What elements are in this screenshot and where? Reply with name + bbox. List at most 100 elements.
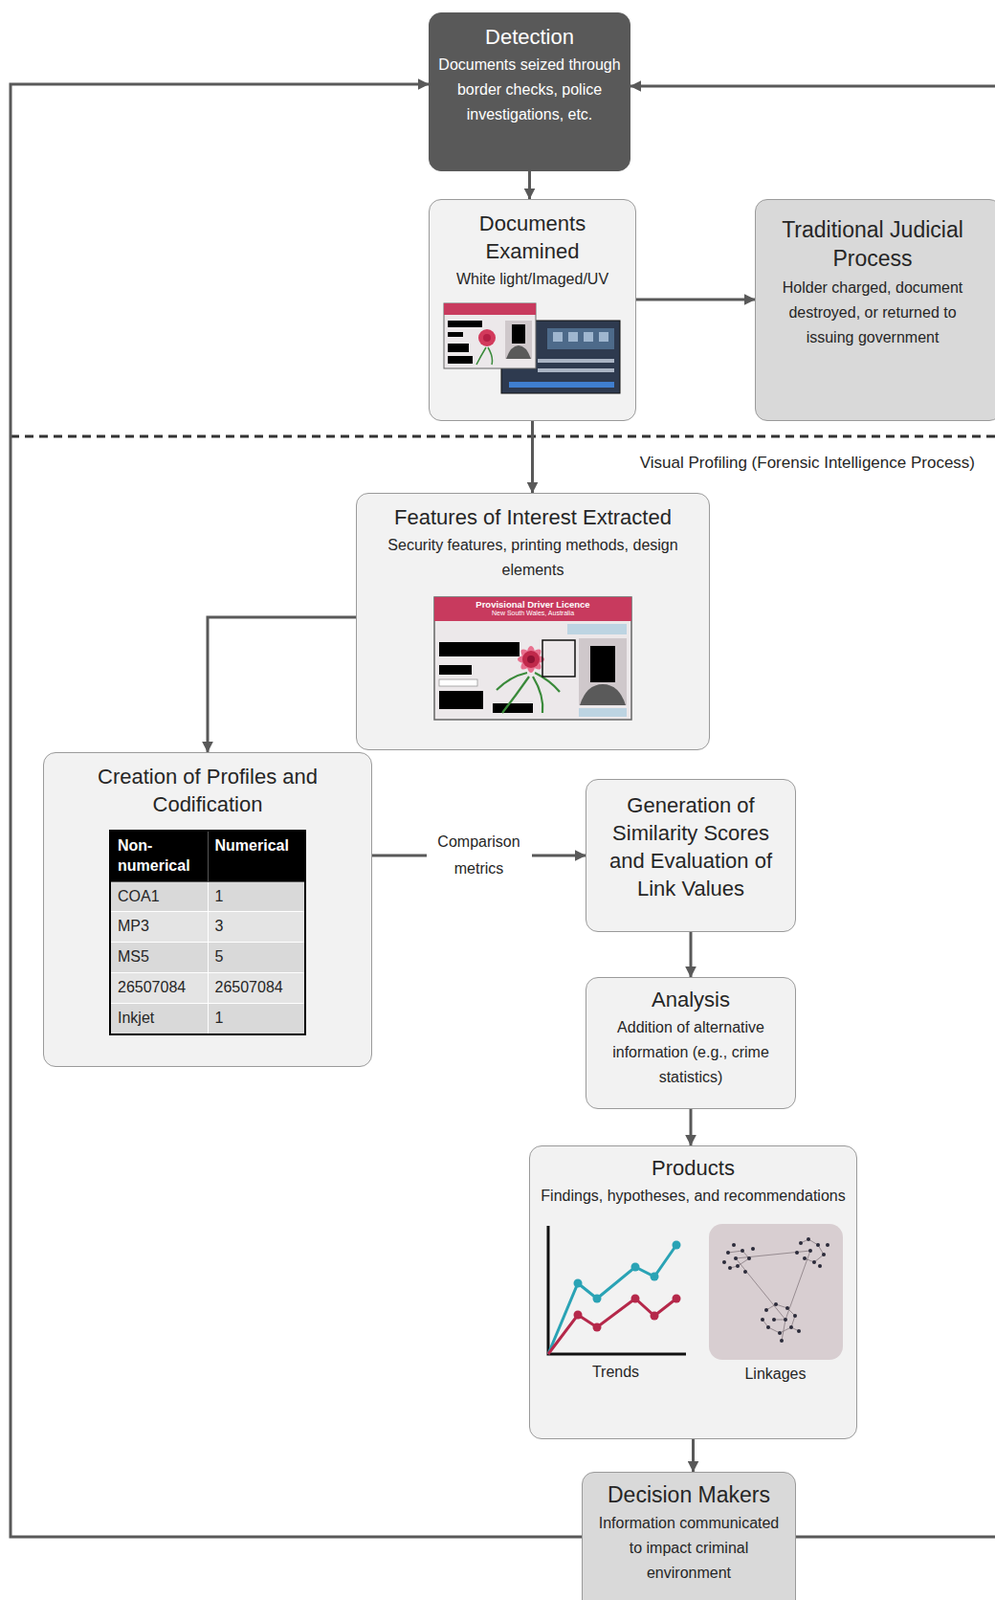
image-holder <box>442 301 624 401</box>
svg-part <box>764 1307 769 1312</box>
svg-part <box>578 638 627 706</box>
svg-part <box>777 1330 782 1335</box>
svg-part <box>808 1248 813 1253</box>
svg-part <box>728 1265 732 1270</box>
svg-part <box>527 655 535 664</box>
svg-part <box>812 1260 817 1264</box>
trend-chart <box>544 1223 688 1358</box>
decision-box: Decision MakersInformation communicated … <box>581 1471 796 1600</box>
svg-part <box>722 1237 830 1343</box>
node-title: Documents Examined <box>437 209 628 266</box>
output-box: ProductsFindings, hypotheses, and recomm… <box>529 1145 858 1439</box>
node-title: Traditional Judicial Process <box>763 215 982 274</box>
svg-part <box>747 1256 752 1261</box>
svg-part <box>447 343 469 353</box>
svg-part <box>821 1252 826 1257</box>
node-text: Findings, hypotheses, and recommendation… <box>540 1183 845 1209</box>
table-cell: 5 <box>207 942 306 973</box>
table-row: 2650708426507084 <box>110 972 306 1004</box>
node-title: Features of Interest Extracted <box>394 503 672 531</box>
svg-part <box>773 1302 778 1306</box>
image-caption: Trends <box>592 1363 640 1381</box>
svg-part <box>522 650 540 668</box>
svg-part <box>506 345 531 359</box>
process-box: Documents ExaminedWhite light/Imaged/UV <box>428 199 637 421</box>
flow-arrow <box>528 171 531 199</box>
svg-part <box>760 1317 765 1322</box>
svg-part <box>796 1328 801 1333</box>
svg-part <box>671 1239 681 1249</box>
svg-part <box>517 645 545 673</box>
svg-part <box>526 645 536 673</box>
process-box: Generation of Similarity Scores and Eval… <box>585 778 796 932</box>
flow-arrow <box>530 420 534 493</box>
svg-part <box>517 654 545 664</box>
node-title: Detection <box>485 22 575 51</box>
table-cell: 3 <box>207 911 306 943</box>
image-holder: Provisional Driver LicenceNew South Wale… <box>433 596 633 721</box>
svg-part <box>567 623 627 635</box>
table-row: COA11 <box>110 881 306 912</box>
svg-part <box>789 1325 794 1329</box>
node-text: Security features, printing methods, des… <box>364 532 702 583</box>
table-row: Inkjet1 <box>110 1002 306 1034</box>
svg-part <box>578 707 627 717</box>
svg-part <box>649 1271 659 1281</box>
network-image <box>708 1223 843 1360</box>
node-title: Creation of Profiles and Codification <box>51 762 364 819</box>
svg-part <box>434 597 632 720</box>
svg-part <box>802 1256 807 1261</box>
svg-part <box>598 331 609 342</box>
svg-part <box>816 1242 820 1247</box>
svg-part <box>592 1293 601 1303</box>
svg-part <box>443 303 536 369</box>
svg-part <box>573 1293 681 1331</box>
flow-arrow <box>689 1108 693 1146</box>
svg-part <box>649 1310 659 1320</box>
svg-part <box>726 1250 730 1255</box>
svg-part <box>447 355 473 364</box>
svg-part <box>785 1305 790 1310</box>
svg-part <box>548 1225 686 1354</box>
svg-part <box>439 679 478 686</box>
svg-part <box>476 347 493 365</box>
svg-part <box>583 331 594 342</box>
dashed-boundary <box>10 435 995 439</box>
svg-part <box>630 1261 640 1271</box>
svg-part <box>798 1240 803 1245</box>
flow-arrow <box>689 931 693 977</box>
svg-part <box>735 1263 740 1268</box>
process-box: Features of Interest ExtractedSecurity f… <box>355 492 710 751</box>
node-title: Generation of Similarity Scores and Eval… <box>594 791 788 903</box>
table-cell: 26507084 <box>207 972 306 1004</box>
product-item: Linkages <box>708 1223 843 1383</box>
svg-part <box>818 1263 822 1268</box>
node-title: Decision Makers <box>607 1480 771 1509</box>
table-cell: COA1 <box>110 881 208 912</box>
outcome-box: Traditional Judicial ProcessHolder charg… <box>754 199 995 421</box>
svg-part <box>793 1313 797 1318</box>
node-text: Addition of alternative information (e.g… <box>594 1015 788 1090</box>
svg-part <box>731 1242 736 1247</box>
process-box: AnalysisAddition of alternative informat… <box>585 976 796 1109</box>
svg-part <box>671 1293 681 1303</box>
flow-arrow <box>691 1438 695 1472</box>
svg-part <box>772 1317 776 1322</box>
svg-part <box>630 1293 640 1303</box>
table-row: Non-numericalNumerical <box>110 830 306 882</box>
product-row: Trends Linkages <box>544 1223 843 1383</box>
svg-part <box>568 331 578 342</box>
svg-part <box>518 645 545 672</box>
svg-part <box>579 684 626 706</box>
region-label: Visual Profiling (Forensic Intelligence … <box>640 453 975 473</box>
svg-part <box>751 1246 755 1251</box>
table-cell: MS5 <box>110 942 208 973</box>
product-item: Trends <box>544 1223 688 1383</box>
svg-part <box>447 320 483 328</box>
svg-part <box>501 320 620 394</box>
svg-part <box>552 331 563 342</box>
node-text: Documents seized through border checks, … <box>437 52 622 128</box>
svg-part <box>518 645 545 672</box>
svg-part <box>795 1250 799 1255</box>
